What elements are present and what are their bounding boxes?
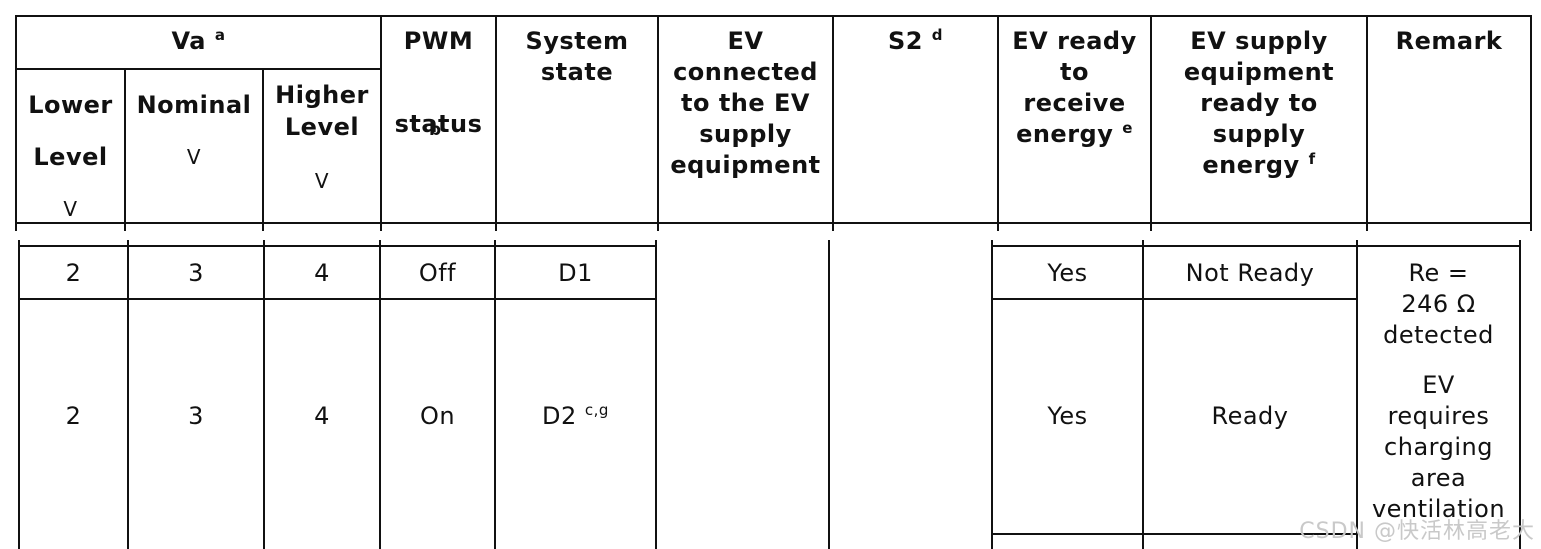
row2-state: D2 c,g [542, 401, 609, 430]
header-remark: Remark [1395, 27, 1503, 55]
row1-evse-ready: Not Ready [1185, 259, 1315, 287]
header-s2: S2 d [887, 26, 944, 55]
body-col-divider-3 [379, 240, 381, 549]
body-left-border [18, 240, 20, 549]
body-col-divider-1 [127, 240, 129, 549]
body-right-border [1519, 240, 1521, 549]
row2-evse-ready: Ready [1211, 402, 1289, 430]
row1-nominal: 3 [188, 259, 204, 287]
row1-pwm: Off [418, 259, 457, 287]
row2-lower: 2 [65, 402, 82, 430]
body-top-border-left [18, 245, 656, 247]
row2-higher: 4 [314, 402, 330, 430]
header-evse-ready: EV supply equipment ready to supply ener… [1183, 27, 1335, 179]
header-col-divider-3 [380, 15, 382, 231]
body-row-divider-left [18, 298, 656, 300]
header-top-border [15, 15, 1532, 17]
body-col-divider-7 [991, 240, 993, 549]
header-ev-ready: EV ready to receive energy e [1012, 27, 1137, 148]
body-col-divider-2 [263, 240, 265, 549]
header-pwm: PWM status b [394, 27, 483, 140]
row1-state: D1 [558, 259, 593, 287]
header-col-divider-5 [657, 15, 659, 231]
header-system-state: System state [525, 27, 629, 86]
body-col-divider-5 [655, 240, 657, 549]
remark-cell: Re = 246 Ω detected EV requires charging… [1371, 259, 1506, 523]
body-bottom-border-right [991, 533, 1358, 535]
header-bottom-border [15, 222, 1532, 224]
row2-pwm: On [419, 402, 456, 430]
header-nominal: Nominal V [136, 91, 252, 169]
header-higher-level: Higher Level V [275, 81, 369, 193]
row2-ev-ready: Yes [1047, 402, 1088, 430]
header-col-divider-1 [124, 68, 126, 231]
header-col-divider-7 [997, 15, 999, 231]
header-col-divider-4 [495, 15, 497, 231]
row1-ev-ready: Yes [1047, 259, 1088, 287]
row1-higher: 4 [314, 259, 330, 287]
header-ev-connected: EV connected to the EV supply equipment [670, 27, 821, 179]
body-col-divider-4 [494, 240, 496, 549]
body-col-divider-6 [828, 240, 830, 549]
body-row-divider-right [991, 298, 1358, 300]
csdn-watermark: CSDN @快活林高老大 [1299, 519, 1535, 544]
row1-lower: 2 [65, 259, 82, 287]
header-right-border [1530, 15, 1532, 231]
header-col-divider-2 [262, 68, 264, 231]
header-left-border [15, 15, 17, 231]
header-va: Va a [171, 26, 226, 55]
body-col-divider-8 [1142, 240, 1144, 549]
header-lower-level: Lower Level V [28, 91, 113, 221]
header-col-divider-9 [1366, 15, 1368, 231]
header-col-divider-6 [832, 15, 834, 231]
body-top-border-right [991, 245, 1521, 247]
header-va-divider [15, 68, 380, 70]
body-col-divider-9 [1356, 240, 1358, 549]
header-col-divider-8 [1150, 15, 1152, 231]
row2-nominal: 3 [188, 402, 204, 430]
